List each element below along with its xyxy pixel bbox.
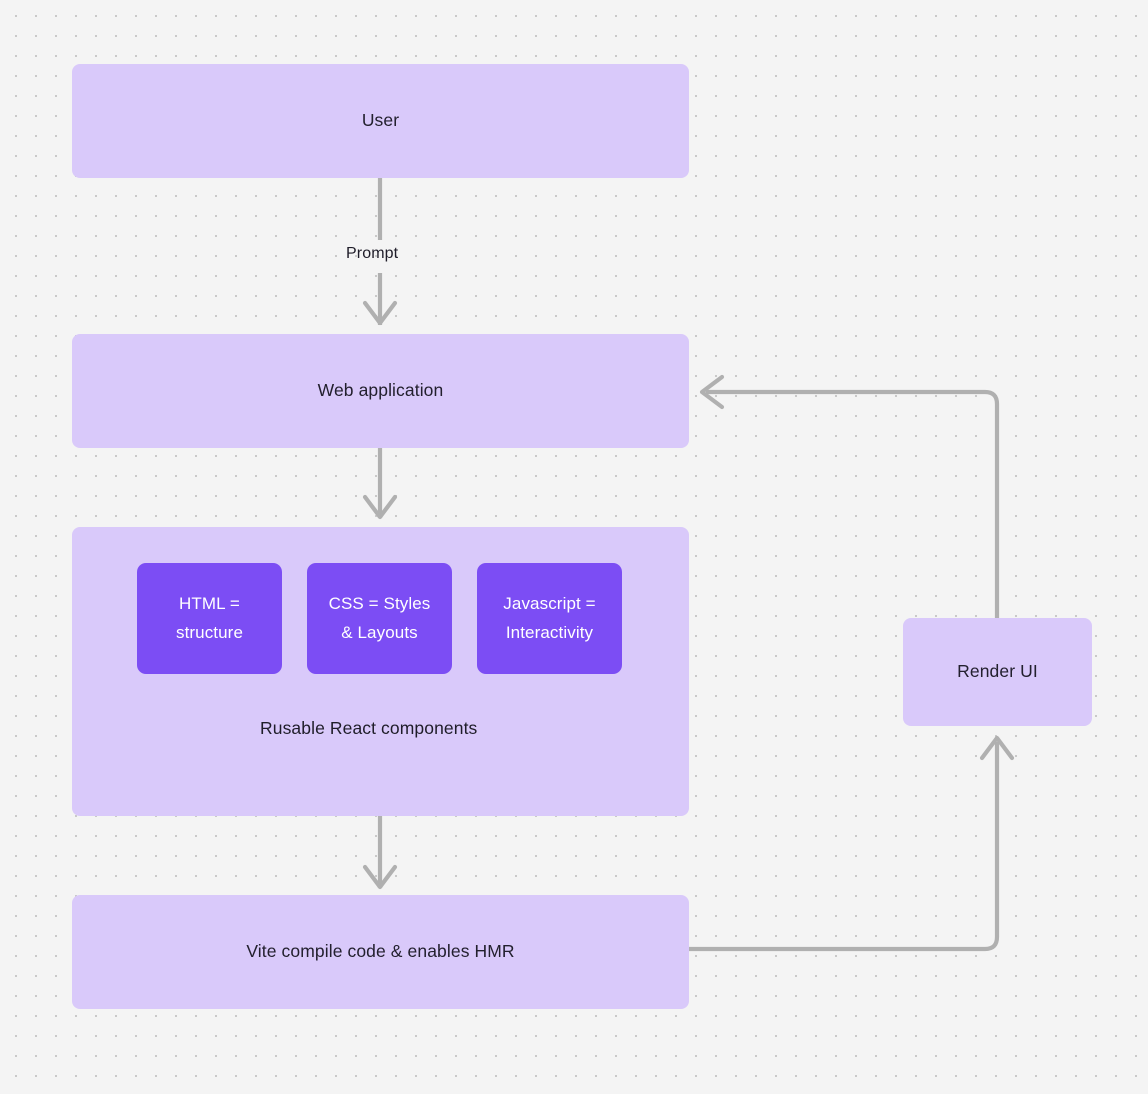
node-css[interactable]: CSS = Styles & Layouts (307, 563, 452, 674)
edge-arrowhead-components-to-vite (362, 864, 398, 890)
edge-line-vite-to-render-ui (689, 742, 1000, 952)
node-web-application[interactable]: Web application (72, 334, 689, 448)
edge-arrowhead-web-to-components (362, 494, 398, 520)
edge-arrowhead-vite-to-render-ui (979, 735, 1015, 761)
node-html[interactable]: HTML = structure (137, 563, 282, 674)
node-render-ui[interactable]: Render UI (903, 618, 1092, 726)
edge-label-user-to-web: Prompt (346, 245, 399, 262)
group-caption-reusable-components: Rusable React components (260, 718, 478, 738)
edge-arrowhead-user-to-web (362, 300, 398, 326)
node-javascript[interactable]: Javascript = Interactivity (477, 563, 622, 674)
node-user[interactable]: User (72, 64, 689, 178)
node-vite[interactable]: Vite compile code & enables HMR (72, 895, 689, 1009)
edge-arrowhead-render-ui-to-web (699, 374, 725, 410)
edge-line-render-ui-to-web (706, 389, 1000, 618)
